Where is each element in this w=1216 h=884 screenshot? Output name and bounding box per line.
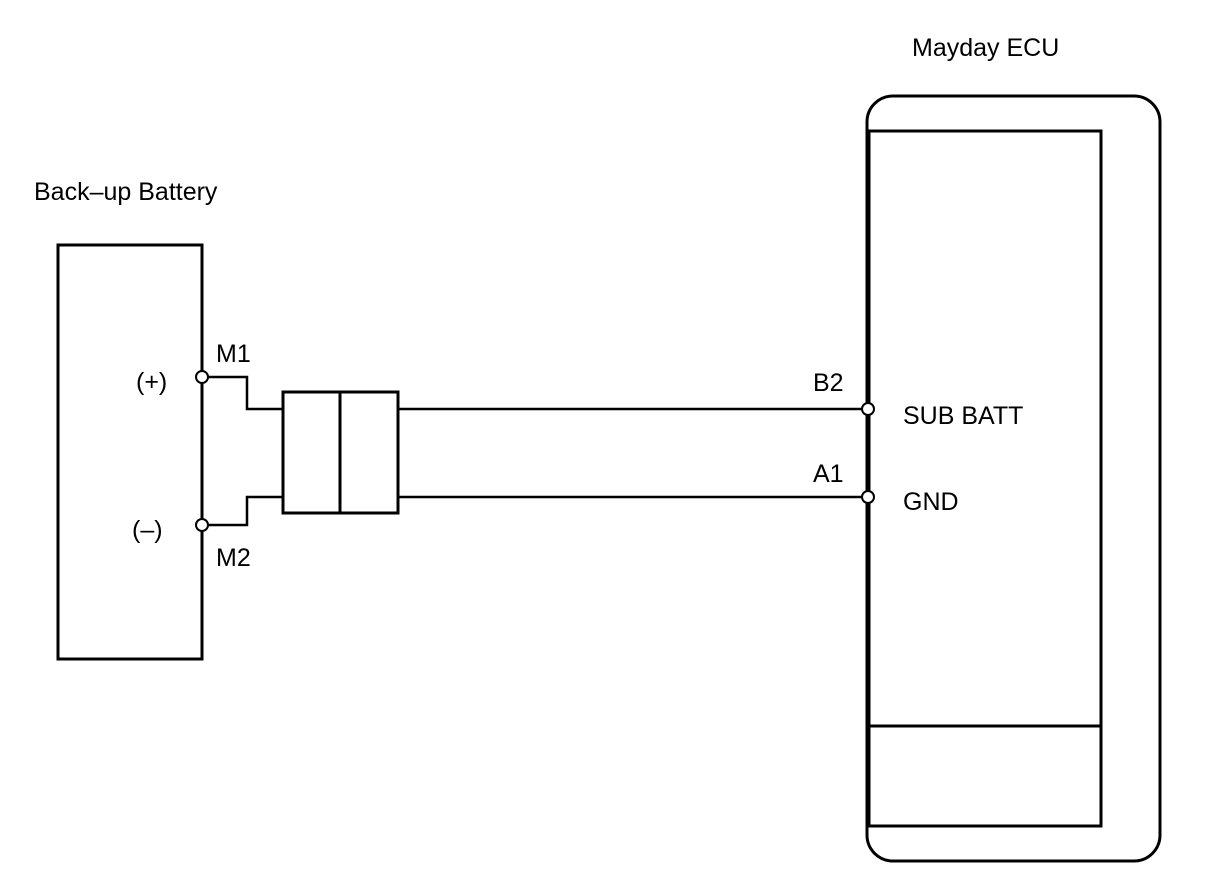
wire-m1-to-connector [202,375,283,411]
ecu-pin-b2-label: B2 [813,369,844,397]
ecu-pin-b2-signal: SUB BATT [903,402,1023,430]
battery-box [56,243,204,661]
battery-pin-m2-label: M2 [216,544,251,572]
battery-pin-m2-polarity: (–) [132,516,163,544]
battery-pin-m1-polarity: (+) [136,368,167,396]
terminal-b2 [861,402,875,416]
terminal-m1 [195,370,209,384]
ecu-pin-a1-signal: GND [903,488,959,516]
battery-pin-m1-label: M1 [216,340,251,368]
terminal-m2 [195,518,209,532]
ecu-inner-panel [867,129,1103,828]
connector-half-right [338,390,400,515]
inline-connector [281,390,400,515]
ecu-title: Mayday ECU [912,34,1059,62]
wire-m2-to-connector [202,495,283,527]
battery-title: Back–up Battery [34,178,218,206]
terminal-a1 [861,490,875,504]
ecu-pin-a1-label: A1 [813,460,844,488]
connector-half-left [281,390,342,515]
